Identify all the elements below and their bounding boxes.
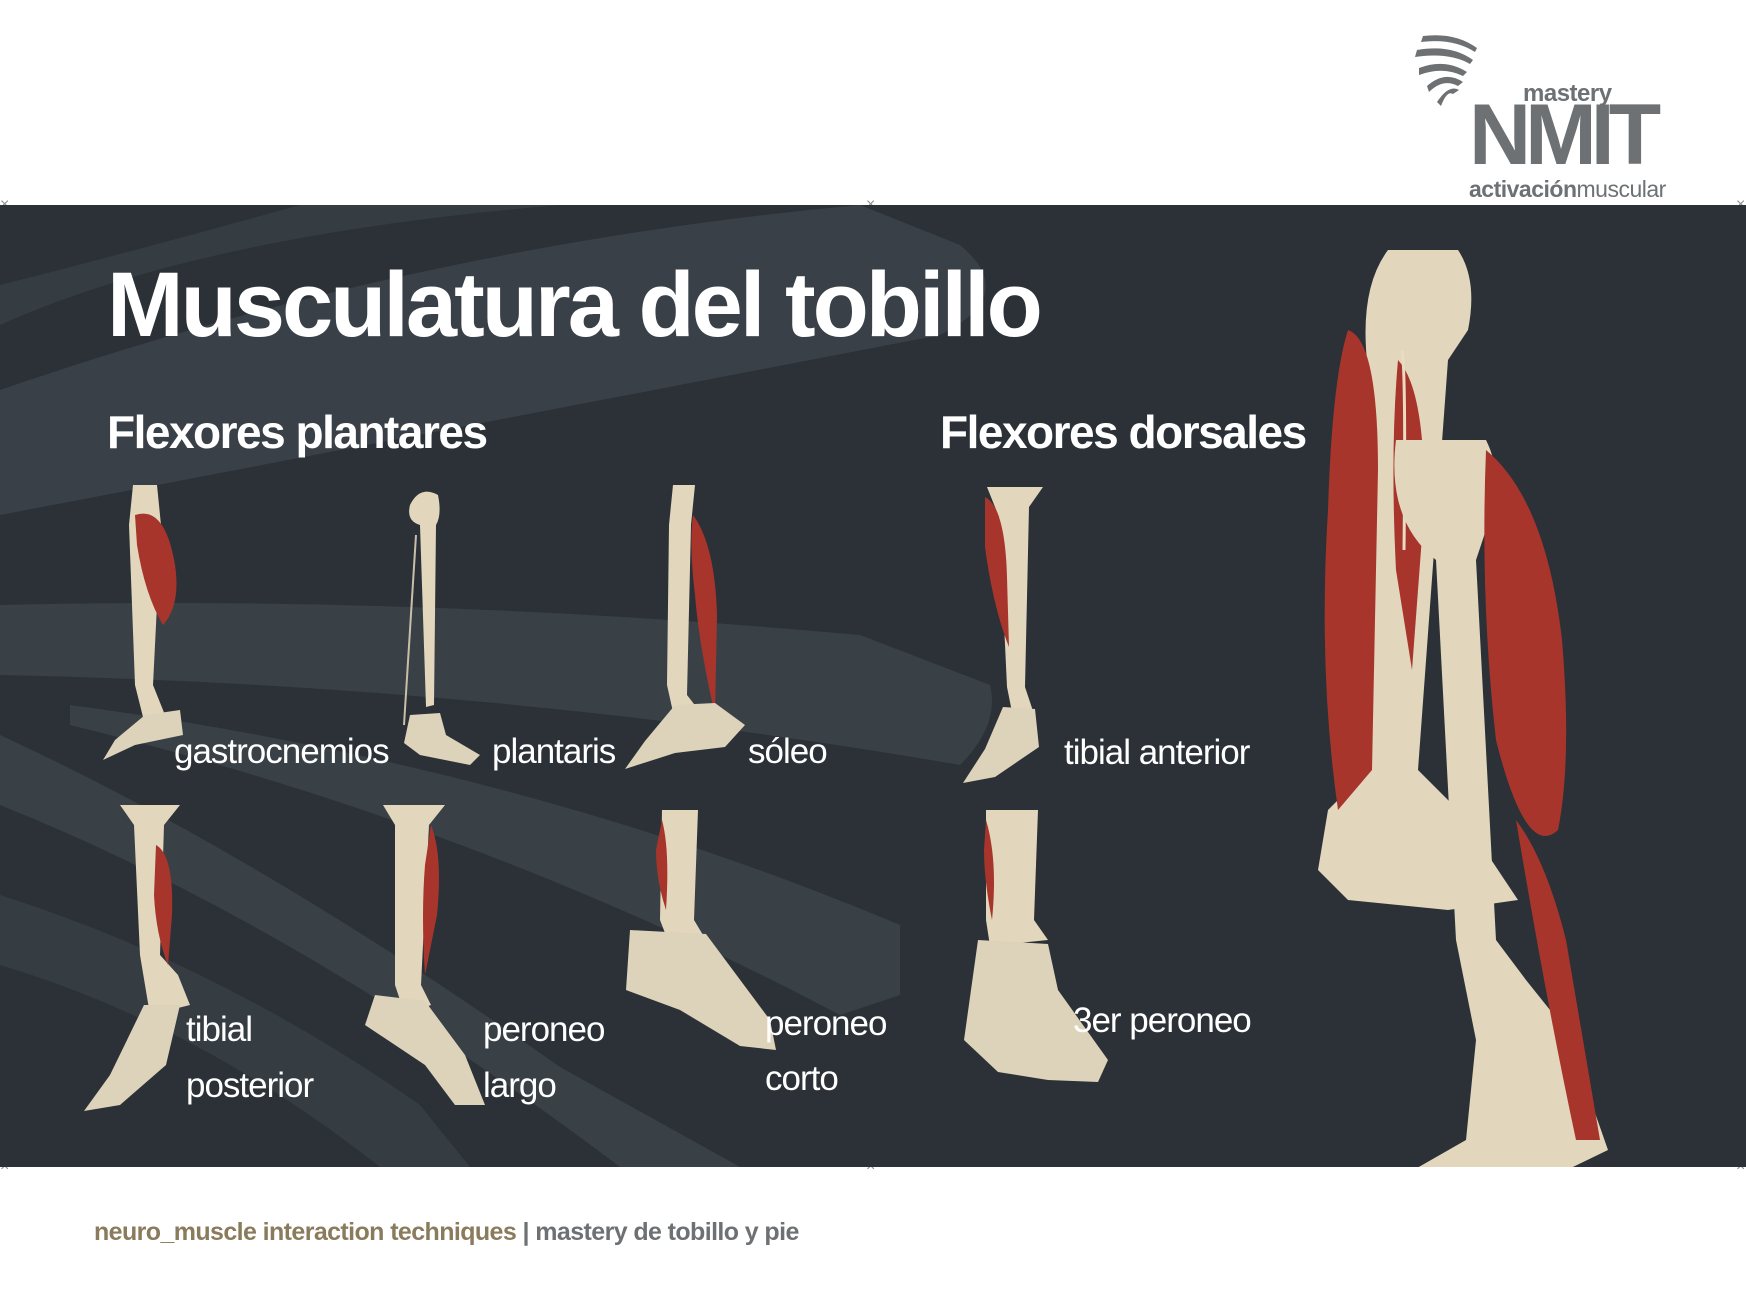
dorsal-flexors-heading: Flexores dorsales (940, 406, 1307, 458)
tibial-posterior-illustration (84, 805, 190, 1111)
logo-tagline-bold: activación (1469, 176, 1577, 202)
label-tibial-posterior-line1: tibial (186, 1010, 253, 1049)
logo-tagline: activaciónmuscular (1469, 176, 1666, 203)
crop-mark: × (1736, 197, 1745, 213)
label-tibial-anterior: tibial anterior (1064, 733, 1250, 772)
footer-separator: | (522, 1218, 530, 1246)
footer-right-text: mastery de tobillo y pie (535, 1218, 799, 1246)
footer-left-text: neuro_muscle interaction techniques (94, 1218, 517, 1246)
logo-tagline-light: muscular (1576, 176, 1667, 202)
label-peroneo-largo-line1: peroneo (483, 1010, 605, 1049)
label-soleo: sóleo (748, 732, 828, 771)
plantaris-illustration (403, 491, 480, 765)
peroneo-largo-illustration (365, 805, 485, 1105)
nmit-logo: mastery NMIT activaciónmuscular (1415, 30, 1666, 202)
large-leg-posterior-illustration (1394, 440, 1608, 1167)
tercer-peroneo-illustration (964, 810, 1108, 1082)
crop-mark: × (866, 197, 875, 213)
label-tercer-peroneo: 3er peroneo (1073, 1001, 1252, 1040)
peroneo-corto-illustration (626, 810, 776, 1050)
plantar-flexors-heading: Flexores plantares (107, 406, 488, 458)
logo-mastery-text: mastery (1523, 80, 1612, 107)
label-peroneo-corto-line2: corto (765, 1059, 839, 1098)
label-peroneo-corto-line1: peroneo (765, 1004, 887, 1043)
crop-mark: × (0, 197, 9, 213)
gastrocnemios-illustration (103, 485, 183, 760)
wings-icon (1415, 35, 1477, 106)
logo-brand: NMIT (1469, 87, 1661, 183)
tibial-anterior-illustration (963, 487, 1043, 783)
slide-panel: Musculatura del tobillo Flexores plantar… (0, 205, 1746, 1167)
label-plantaris: plantaris (492, 732, 616, 771)
label-peroneo-largo-line2: largo (483, 1066, 557, 1105)
slide-title: Musculatura del tobillo (107, 254, 1043, 356)
soleo-illustration (625, 485, 745, 769)
footer: neuro_muscle interaction techniques | ma… (94, 1218, 799, 1247)
label-gastrocnemios: gastrocnemios (174, 732, 390, 771)
label-tibial-posterior-line2: posterior (186, 1066, 314, 1105)
